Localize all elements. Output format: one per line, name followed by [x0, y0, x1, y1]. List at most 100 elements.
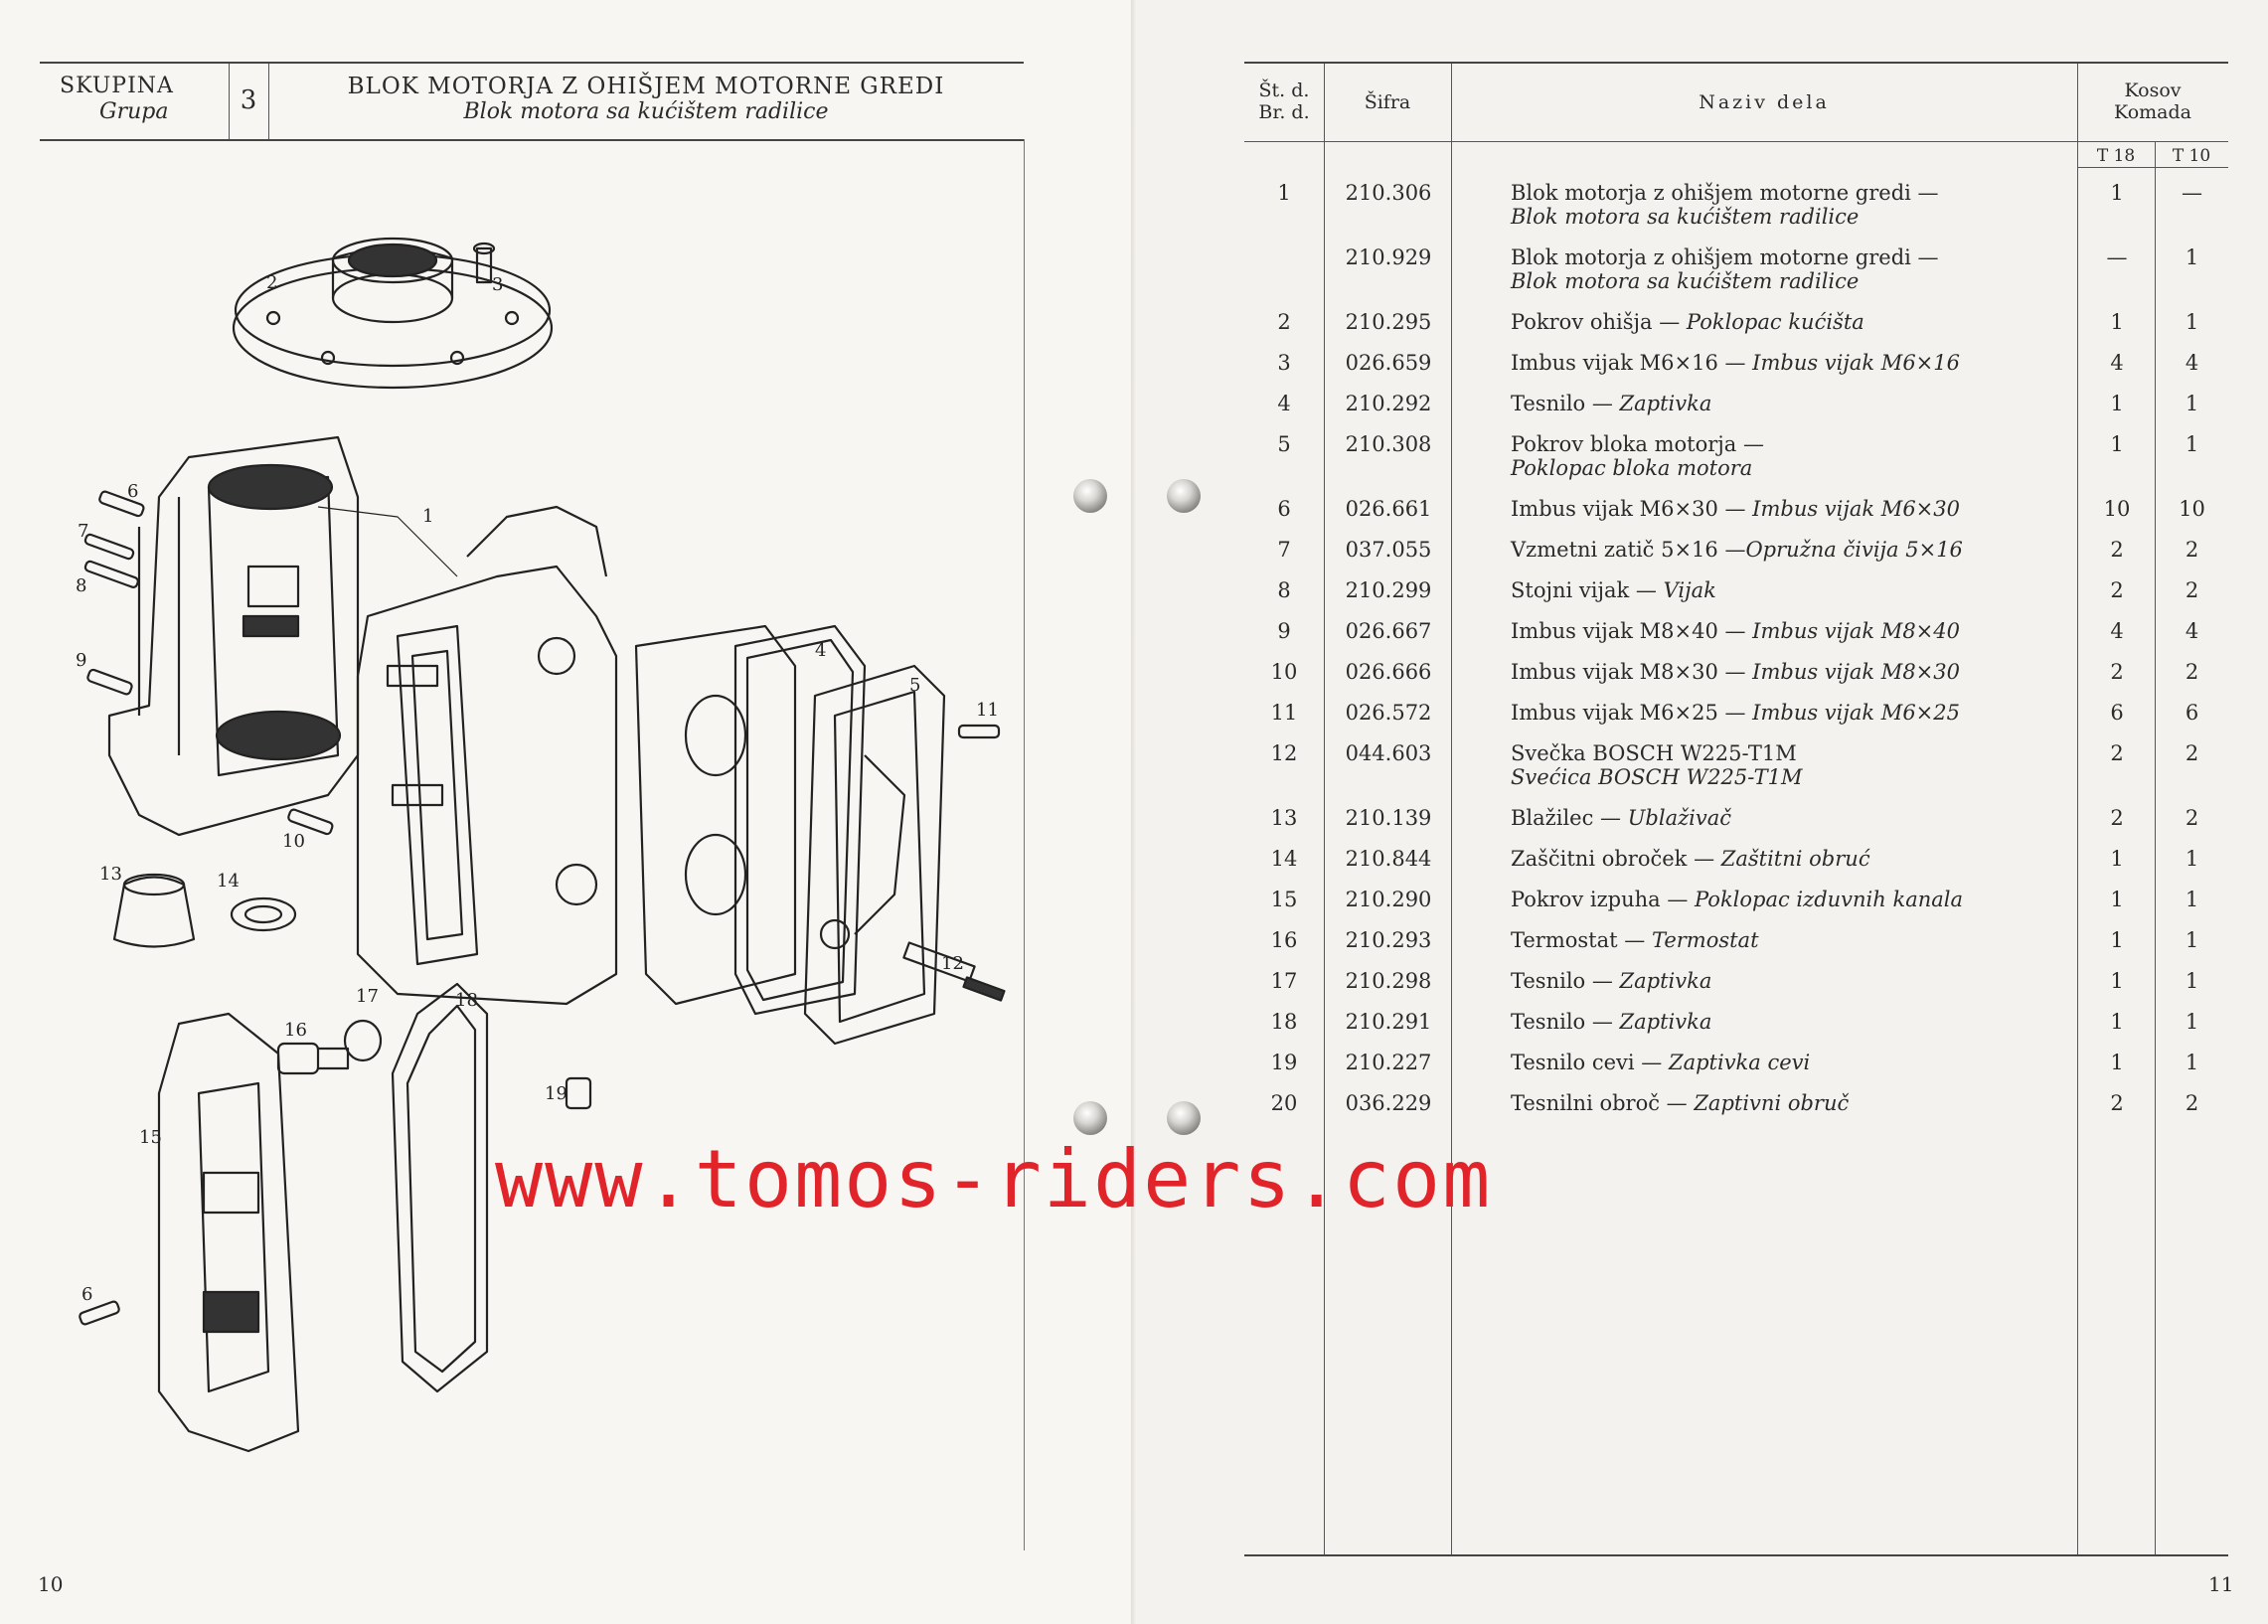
part-number: 18 [1270, 1010, 1298, 1034]
col-header-qty-line2: Komada [2114, 101, 2191, 123]
page-title: BLOK MOTORJA Z OHIŠJEM MOTORNE GREDI [347, 74, 945, 99]
bolt-part-11 [957, 724, 1001, 739]
group-label-alt: Grupa [99, 99, 169, 124]
part-name-serbo-croatian: Zaštitni obruć [1720, 847, 1870, 871]
part-code: 210.299 [1345, 578, 1432, 602]
crankcase-left [107, 435, 360, 837]
qty-t18: 1 [2110, 1051, 2124, 1074]
callout-5: 5 [909, 675, 920, 696]
part-name-serbo-croatian: Blok motora sa kućištem radilice [1511, 269, 1860, 293]
callout-11: 11 [976, 700, 999, 721]
part-name: Imbus vijak M6×30 — Imbus vijak M6×30 [1511, 497, 2087, 521]
callout-9: 9 [76, 650, 86, 671]
qty-t18: 2 [2110, 806, 2124, 830]
part-name-serbo-croatian: Imbus vijak M6×30 [1752, 497, 1960, 521]
thermostat-part-16 [276, 1042, 350, 1075]
part-name: Blažilec — Ublaživač [1511, 806, 2087, 830]
qty-t10: 1 [2185, 969, 2199, 993]
qty-t18: 2 [2110, 578, 2124, 602]
col-header-number-line1: Št. d. [1258, 80, 1310, 101]
part-number: 8 [1277, 578, 1291, 602]
cover-part-2 [232, 237, 554, 390]
part-name: Imbus vijak M8×30 — Imbus vijak M8×30 [1511, 660, 2087, 684]
part-name: Imbus vijak M8×40 — Imbus vijak M8×40 [1511, 619, 2087, 643]
part-name-slovene: Zaščitni obroček — [1511, 847, 1721, 871]
part-name: Termostat — Termostat [1511, 928, 2087, 952]
gasket-part-17 [343, 1019, 383, 1062]
part-code: 210.139 [1345, 806, 1432, 830]
part-code: 210.306 [1345, 181, 1432, 205]
qty-t10: 1 [2185, 245, 2199, 269]
page-title-alt: Blok motora sa kućištem radilice [463, 99, 829, 124]
part-code: 037.055 [1345, 538, 1432, 562]
part-name-serbo-croatian: Imbus vijak M6×16 [1752, 351, 1960, 375]
group-header: SKUPINA Grupa 3 BLOK MOTORJA Z OHIŠJEM M… [40, 62, 1024, 141]
callout-labels: 2 3 1 6 7 8 9 10 4 5 11 12 13 14 15 16 1… [76, 272, 999, 1305]
punch-hole [1073, 1101, 1107, 1135]
col-header-number-line2: Br. d. [1258, 101, 1310, 123]
qty-t10: 1 [2185, 888, 2199, 911]
callout-1: 1 [422, 506, 433, 527]
exhaust-cover-part-15 [157, 1012, 300, 1453]
part-code: 026.661 [1345, 497, 1432, 521]
callout-12: 12 [941, 953, 964, 974]
gasket-part-18 [391, 982, 489, 1393]
part-name-serbo-croatian: Zaptivka [1619, 392, 1712, 415]
part-name: Imbus vijak M6×25 — Imbus vijak M6×25 [1511, 701, 2087, 725]
part-number: 10 [1270, 660, 1298, 684]
part-name: Pokrov bloka motorja —Poklopac bloka mot… [1511, 432, 2087, 480]
qty-t10: 2 [2185, 538, 2199, 562]
part-number: 16 [1270, 928, 1298, 952]
exploded-engine-diagram: 2 3 1 6 7 8 9 10 4 5 11 12 13 14 15 16 1… [76, 237, 1006, 1453]
callout-17: 17 [356, 986, 379, 1007]
callout-3: 3 [492, 274, 503, 295]
part-name-serbo-croatian: Zaptivka [1619, 1010, 1712, 1034]
qty-t18: 1 [2110, 1010, 2124, 1034]
part-name: Pokrov ohišja — Poklopac kućišta [1511, 310, 2087, 334]
part-number: 9 [1277, 619, 1291, 643]
part-code: 036.229 [1345, 1091, 1432, 1115]
qty-t18: 2 [2110, 538, 2124, 562]
part-name-serbo-croatian: Blok motora sa kućištem radilice [1511, 205, 1860, 229]
part-name-slovene: Vzmetni zatič 5×16 — [1511, 538, 1746, 562]
qty-t18: 6 [2110, 701, 2124, 725]
rotor-housing [634, 624, 797, 1006]
callout-8: 8 [76, 575, 86, 596]
part-code: 210.293 [1345, 928, 1432, 952]
part-name-slovene: Blok motorja z ohišjem motorne gredi — [1511, 245, 1939, 269]
part-number: 6 [1277, 497, 1291, 521]
part-name-slovene: Imbus vijak M6×30 — [1511, 497, 1753, 521]
qty-t18: 1 [2110, 181, 2124, 205]
part-name-serbo-croatian: Opružna čivija 5×16 [1745, 538, 1963, 562]
part-number: 15 [1270, 888, 1298, 911]
bolt-part-6 [98, 490, 145, 518]
part-name-slovene: Tesnilo — [1511, 1010, 1620, 1034]
part-name-slovene: Tesnilo — [1511, 392, 1620, 415]
part-name-slovene: Tesnilo — [1511, 969, 1620, 993]
cover-part-5 [803, 664, 946, 1046]
qty-t10: 2 [2185, 806, 2199, 830]
part-code: 026.659 [1345, 351, 1432, 375]
part-code: 210.292 [1345, 392, 1432, 415]
part-code: 210.291 [1345, 1010, 1432, 1034]
part-code: 210.929 [1345, 245, 1432, 269]
qty-t18: 2 [2110, 660, 2124, 684]
part-code: 210.844 [1345, 847, 1432, 871]
bolt-part-10 [287, 808, 334, 836]
left-page: SKUPINA Grupa 3 BLOK MOTORJA Z OHIŠJEM M… [0, 0, 1133, 1624]
damper-part-13 [112, 873, 196, 948]
part-name-serbo-croatian: Ublaživač [1627, 806, 1732, 830]
part-code: 026.666 [1345, 660, 1432, 684]
part-number: 20 [1270, 1091, 1298, 1115]
part-name-serbo-croatian: Zaptivni obruč [1694, 1091, 1850, 1115]
part-name: Zaščitni obroček — Zaštitni obruć [1511, 847, 2087, 871]
part-name-serbo-croatian: Svećica BOSCH W225-T1M [1511, 765, 1803, 789]
part-name: Pokrov izpuha — Poklopac izduvnih kanala [1511, 888, 2087, 911]
part-name-slovene: Pokrov ohišja — [1511, 310, 1687, 334]
part-name-serbo-croatian: Imbus vijak M8×30 [1752, 660, 1960, 684]
book-gutter [1131, 0, 1137, 1624]
part-name-slovene: Imbus vijak M8×40 — [1511, 619, 1753, 643]
page-number-right: 11 [2208, 1572, 2234, 1596]
qty-t18: 1 [2110, 310, 2124, 334]
